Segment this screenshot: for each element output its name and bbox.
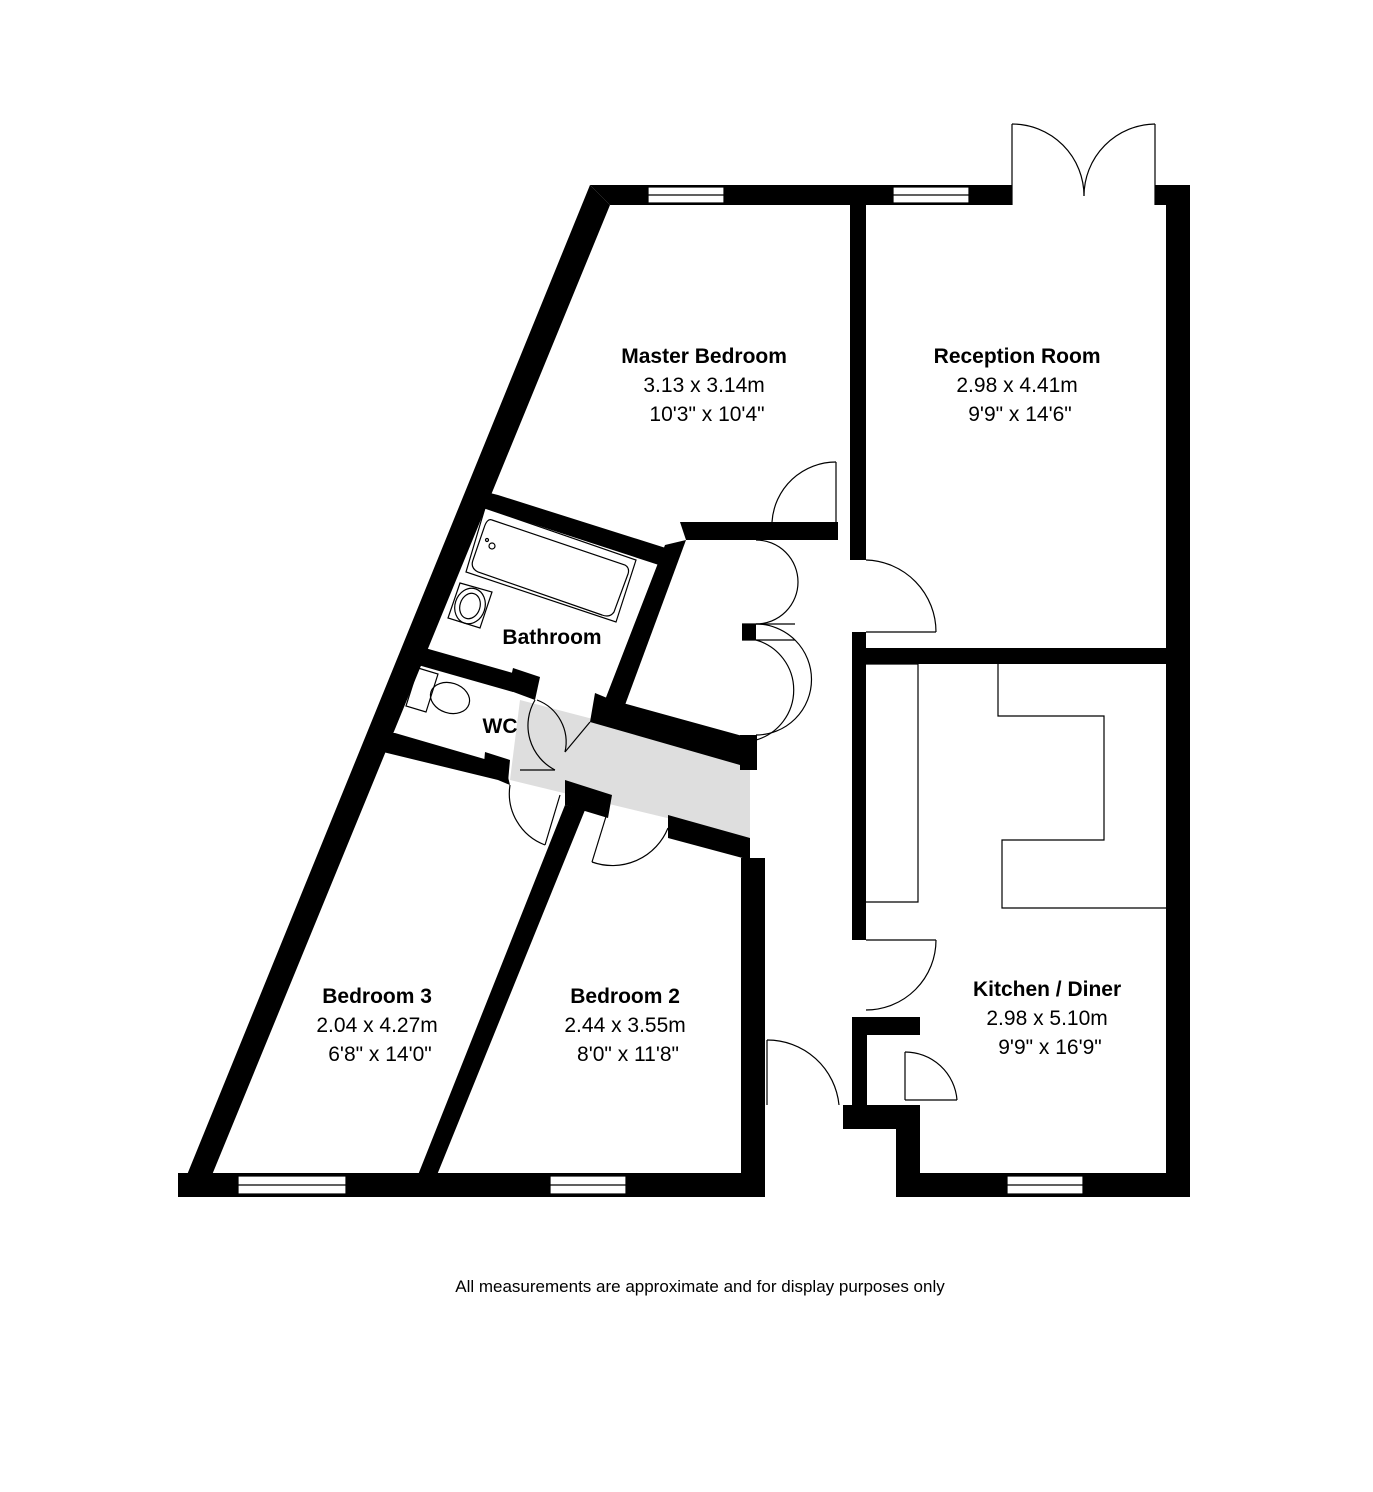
french-doors-reception xyxy=(1011,123,1156,205)
door-bedroom-2 xyxy=(591,809,669,867)
wall-wc-lower-notch xyxy=(483,752,510,782)
wall-bed3-bed2 xyxy=(418,805,585,1175)
kitchen-worktop-right xyxy=(997,664,1166,909)
window-master-bedroom xyxy=(647,186,725,204)
kitchen-worktop-left xyxy=(866,663,919,903)
wall-hall-cupboard-top xyxy=(680,522,838,540)
door-wc xyxy=(520,699,556,771)
label-reception-room: Reception Room 2.98 x 4.41m 9'9" x 14'6" xyxy=(934,345,1107,426)
window-bedroom-2 xyxy=(549,1175,627,1195)
door-entrance xyxy=(766,1039,840,1106)
wall-kitchen-left xyxy=(852,664,866,940)
wall-reception-kitchen xyxy=(852,648,1190,664)
door-bathroom xyxy=(536,699,591,753)
outer-wall-right xyxy=(1166,185,1190,1197)
wall-bathroom-top xyxy=(484,493,672,567)
wall-landing-upper xyxy=(590,693,757,770)
label-bedroom-3: Bedroom 3 2.04 x 4.27m 6'8" x 14'0" xyxy=(316,985,443,1066)
window-kitchen xyxy=(1006,1175,1084,1195)
window-reception-room xyxy=(892,186,970,204)
door-kitchen xyxy=(865,939,937,1011)
door-master-bedroom xyxy=(771,461,837,523)
label-kitchen-diner: Kitchen / Diner 2.98 x 5.10m 9'9" x 16'9… xyxy=(973,978,1127,1059)
wall-wc-notch xyxy=(508,668,540,700)
window-bedroom-3 xyxy=(237,1175,347,1195)
outer-wall-left xyxy=(178,185,610,1197)
cupboard-wall-top xyxy=(852,1017,920,1035)
wall-bed3-top xyxy=(383,733,510,785)
bathroom-basin xyxy=(447,582,493,629)
bathtub xyxy=(465,507,637,623)
wall-landing-lower xyxy=(668,815,750,860)
wall-bathroom-right xyxy=(605,540,686,705)
label-master-bedroom: Master Bedroom 3.13 x 3.14m 10'3" x 10'4… xyxy=(621,345,793,426)
landing-area xyxy=(510,700,750,838)
door-bedroom-3 xyxy=(508,784,561,846)
cupboard-divider xyxy=(742,624,756,640)
door-reception-room xyxy=(865,559,937,633)
door-kitchen-cupboard xyxy=(904,1051,958,1101)
wall-master-reception-lower xyxy=(850,530,866,560)
wall-wc-top xyxy=(418,648,520,692)
wc-toilet xyxy=(405,667,471,715)
label-bathroom: Bathroom xyxy=(502,626,601,649)
wall-master-reception xyxy=(850,205,866,530)
label-bedroom-2: Bedroom 2 2.44 x 3.55m 8'0" x 11'8" xyxy=(564,985,691,1066)
entrance-wall-left xyxy=(741,858,765,1197)
cupboard-wall xyxy=(852,1017,867,1127)
disclaimer-text: All measurements are approximate and for… xyxy=(455,1277,945,1296)
wall-cupboard-right xyxy=(740,735,757,770)
label-wc: WC xyxy=(483,715,518,738)
